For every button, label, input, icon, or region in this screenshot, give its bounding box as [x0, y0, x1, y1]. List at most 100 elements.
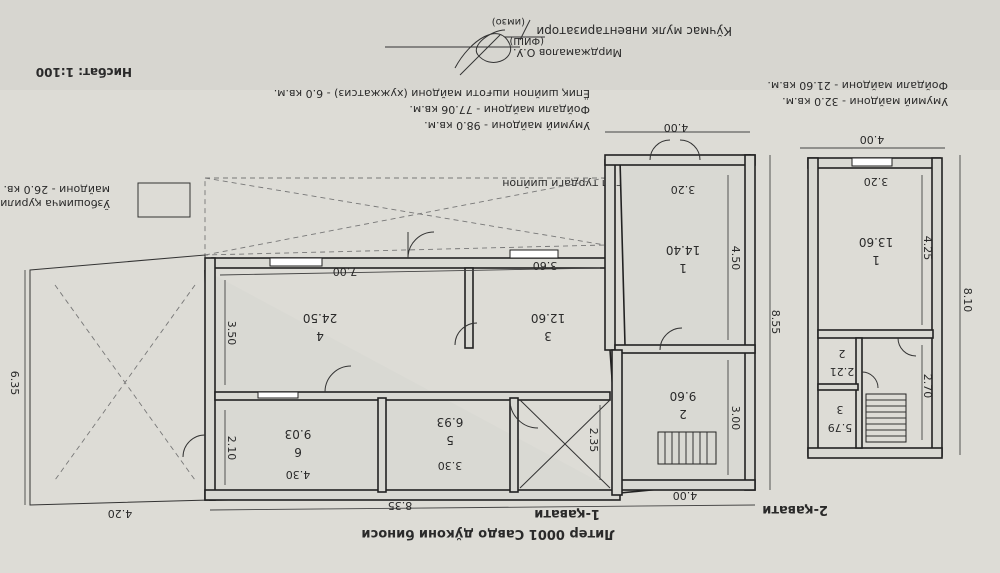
f2-room-2-area: 2.21: [830, 365, 855, 378]
east-wall: [744, 154, 756, 491]
window-north-2: [509, 249, 559, 259]
room1-north-wall: [604, 154, 756, 166]
f2-room-3-num: 3: [837, 403, 844, 416]
f2-dim-270: 2.70: [921, 374, 934, 399]
building-title: Литер 0001 Савдо дўкони биноси: [361, 526, 615, 541]
room-1-area: 14.40: [666, 243, 700, 257]
f2-window: [851, 157, 893, 167]
construction-label-1: Ўзбошимча қурилиш: [0, 197, 110, 210]
door-arc-2: [659, 327, 683, 351]
dimension-labels: 4.00 3.20 4.50 7.00 3.60 3.50 8.55 3.00 …: [8, 121, 974, 520]
f2-divider-small: [817, 383, 859, 391]
room-3-area: 12.60: [531, 311, 565, 325]
dim-line-700: [219, 267, 601, 276]
stair-cross-2: [519, 399, 611, 489]
aux-area-text: Ёпиқ шийпон ишғоти майдони (хужжатсиз) -…: [274, 87, 590, 100]
inspector-name-text: Мирджамалов О.У.: [513, 46, 622, 59]
door-arc-room1-left: [649, 139, 671, 161]
dim-700: 7.00: [333, 265, 358, 278]
name-caption: (ФИШ): [509, 35, 544, 46]
door-arc-3-4: [454, 322, 478, 346]
dim-320-room1: 3.20: [671, 183, 696, 196]
f2-room-1-area: 13.60: [859, 235, 893, 249]
f2-dim-400: 4.00: [860, 133, 885, 146]
stairs-room2: [657, 431, 717, 465]
floor1-plan: [24, 131, 771, 511]
room-2-area: 9.60: [670, 389, 697, 403]
room-4-num: 4: [316, 329, 324, 343]
room-labels: 1 14.40 2 9.60 3 12.60 4 24.50 5 6.93 6 …: [285, 235, 894, 459]
f2-door-arc-2: [861, 371, 879, 389]
room1-room2-divider: [614, 344, 756, 354]
dim-235: 2.35: [587, 428, 600, 453]
room2-south-wall: [619, 479, 756, 491]
construction-legend-box: [137, 182, 191, 218]
floor1-title: 1-қавати: [534, 506, 600, 521]
window-north-1: [269, 257, 323, 267]
f2-room-2-num: 2: [839, 347, 846, 360]
south-wall: [204, 489, 621, 501]
room1-west-wall: [604, 159, 616, 351]
dim-835: 8.35: [388, 499, 413, 512]
dim-330: 3.30: [438, 459, 463, 472]
f2-dim-810: 8.10: [961, 288, 974, 313]
f2-door-arc-1: [897, 337, 917, 357]
header-text-group: Нисбат: 1:100 Кўчмас мулк инвентаризатор…: [0, 16, 948, 541]
floor2-plan: [800, 147, 961, 459]
f2-east-wall: [931, 157, 943, 457]
door-arc-5: [509, 399, 539, 429]
wall-5-6: [377, 397, 387, 493]
room-5-num: 5: [446, 433, 454, 447]
dim-360: 3.60: [533, 259, 558, 272]
dim-855: 8.55: [769, 310, 782, 335]
paper-fold-shadow: [0, 0, 1000, 90]
west-wall: [204, 257, 216, 501]
f2-dim-425: 4.25: [921, 236, 934, 261]
floor2-title: 2-қавати: [762, 502, 828, 517]
dim-210: 2.10: [225, 436, 238, 461]
door-arc-6: [324, 365, 352, 393]
useful-area-text: Фойдали майдони - 77.06 кв.м.: [409, 103, 590, 116]
window-interior: [257, 391, 299, 399]
room-5-area: 6.93: [437, 415, 464, 429]
room-3-num: 3: [544, 329, 552, 343]
door-arc-room1-right: [679, 139, 701, 161]
door-arc-west: [182, 434, 206, 458]
dim-400-bottom: 4.00: [673, 489, 698, 502]
f2-south-wall: [807, 447, 943, 459]
interior-wall-horizontal: [214, 391, 611, 401]
f2-divider: [817, 329, 934, 339]
signature-caption: (имзо): [492, 16, 525, 27]
f2-west-wall: [807, 157, 819, 457]
dim-350: 3.50: [225, 321, 238, 346]
room-2-num: 2: [679, 407, 687, 421]
f2-room-3-area: 5.79: [828, 421, 853, 434]
dim-400-top: 4.00: [664, 121, 689, 134]
scale-text: Нисбат: 1:100: [36, 65, 132, 79]
room-6-area: 9.03: [285, 427, 312, 441]
room2-west-wall: [611, 349, 623, 496]
total-area-text: Умумий майдони - 98.0 кв.м.: [424, 119, 590, 132]
wall-5-stair: [509, 397, 519, 493]
canopy-outline: [204, 177, 606, 256]
canopy-label: Енгил турдаги шийпон: [502, 177, 636, 190]
dim-430: 4.30: [286, 468, 311, 481]
dim-450: 4.50: [729, 246, 742, 271]
room-1-num: 1: [679, 261, 687, 275]
room-6-num: 6: [294, 445, 302, 459]
construction-label-2: майдони - 26.0 кв.: [4, 183, 110, 196]
f2-stairs: [865, 393, 907, 443]
f2-dim-320: 3.20: [864, 175, 889, 188]
inspector-org-text: Кўчмас мулк инвентаризатори: [536, 24, 732, 38]
dim-300: 3.00: [729, 406, 742, 431]
wall-3-4: [464, 267, 474, 349]
room-4-area: 24.50: [303, 311, 337, 325]
dim-line-bottom: [209, 504, 756, 511]
floor2-total-area-text: Умумий майдони - 32.0 кв.м.: [782, 95, 948, 108]
floor2-useful-area-text: Фойдали майдони - 21.60 кв.м.: [767, 79, 948, 92]
dim-420: 4.20: [108, 507, 133, 520]
dim-635: 6.35: [8, 371, 21, 396]
f2-room-1-num: 1: [872, 253, 880, 267]
f2-divider-vertical: [855, 337, 863, 449]
